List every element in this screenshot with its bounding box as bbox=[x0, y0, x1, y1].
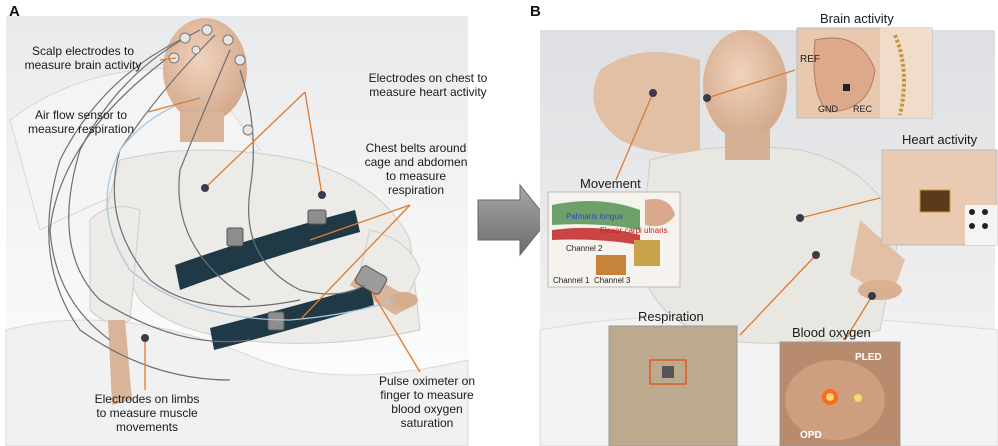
inset-channel3-label: Channel 3 bbox=[594, 276, 630, 285]
inset-opd-label: OPD bbox=[800, 430, 822, 441]
label-line: Chest belts around bbox=[356, 141, 476, 155]
inset-flexor-label: Flexor carpi ulnaris bbox=[600, 226, 668, 235]
inset-pled-label: PLED bbox=[855, 352, 882, 363]
label-line: measure brain activity bbox=[4, 58, 162, 72]
label-chest-belts: Chest belts around cage and abdomen to m… bbox=[356, 141, 476, 197]
inset-rec-label: REC bbox=[853, 104, 872, 114]
inset-gnd-label: GND bbox=[818, 104, 838, 114]
label-line: saturation bbox=[368, 416, 486, 430]
panel-a-letter: A bbox=[9, 3, 20, 20]
inset-ref-label: REF bbox=[800, 54, 820, 65]
label-limb-electrodes: Electrodes on limbs to measure muscle mo… bbox=[82, 392, 212, 434]
neck-b bbox=[725, 130, 770, 160]
label-heart-activity: Heart activity bbox=[902, 132, 977, 147]
chest-belt-buckle bbox=[227, 228, 243, 246]
right-hand-b bbox=[858, 280, 902, 300]
label-line: cage and abdomen bbox=[356, 155, 476, 169]
label-line: Electrodes on chest to bbox=[355, 71, 501, 85]
transition-arrow bbox=[478, 185, 548, 255]
label-brain-activity: Brain activity bbox=[820, 11, 894, 26]
label-blood-oxygen: Blood oxygen bbox=[792, 325, 871, 340]
label-airflow-sensor: Air flow sensor to measure respiration bbox=[14, 108, 148, 136]
label-line: movements bbox=[82, 420, 212, 434]
head-b bbox=[703, 30, 787, 140]
label-pulse-oximeter: Pulse oximeter on finger to measure bloo… bbox=[368, 374, 486, 430]
label-line: Pulse oximeter on bbox=[368, 374, 486, 388]
label-line: finger to measure bbox=[368, 388, 486, 402]
inset-blood-oxygen bbox=[780, 342, 900, 446]
label-line: blood oxygen bbox=[368, 402, 486, 416]
inset-respiration bbox=[609, 326, 737, 446]
chest-belt-sensor bbox=[308, 210, 326, 224]
inset-channel2-label: Channel 2 bbox=[566, 244, 602, 253]
inset-palmaris-label: Palmaris longus bbox=[566, 212, 623, 221]
label-line: Air flow sensor to bbox=[14, 108, 148, 122]
label-scalp-electrodes: Scalp electrodes to measure brain activi… bbox=[4, 44, 162, 72]
label-line: to measure bbox=[356, 169, 476, 183]
label-chest-electrodes: Electrodes on chest to measure heart act… bbox=[355, 71, 501, 99]
label-line: to measure muscle bbox=[82, 406, 212, 420]
inset-channel1-label: Channel 1 bbox=[553, 276, 589, 285]
panel-b-letter: B bbox=[530, 3, 541, 20]
label-respiration: Respiration bbox=[638, 309, 704, 324]
label-line: measure heart activity bbox=[355, 85, 501, 99]
abdomen-belt-buckle bbox=[268, 312, 284, 330]
inset-movement bbox=[548, 192, 680, 287]
label-line: Scalp electrodes to bbox=[4, 44, 162, 58]
label-line: measure respiration bbox=[14, 122, 148, 136]
inset-heart-activity bbox=[882, 150, 997, 245]
label-movement: Movement bbox=[580, 176, 641, 191]
label-line: respiration bbox=[356, 183, 476, 197]
label-line: Electrodes on limbs bbox=[82, 392, 212, 406]
